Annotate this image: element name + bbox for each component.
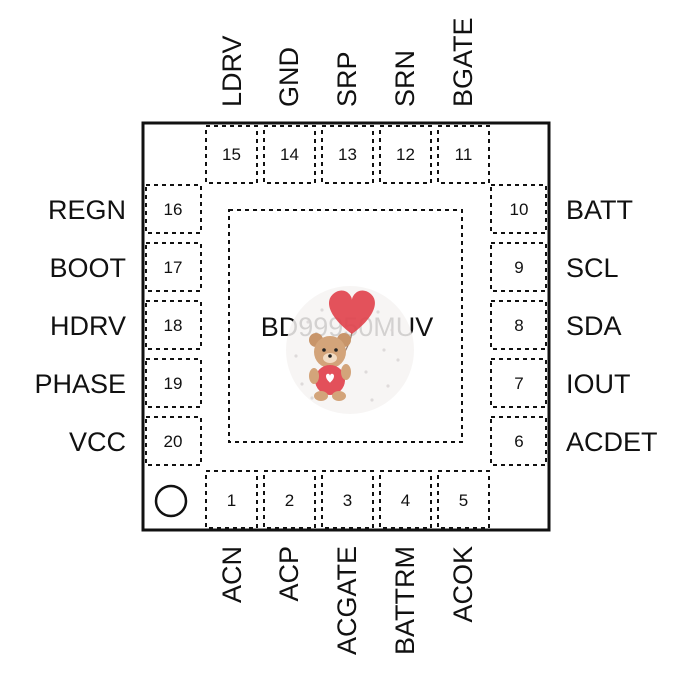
pin-pad — [205, 125, 258, 184]
pin-13: 13 SRP — [321, 51, 374, 184]
pin-name: SRN — [390, 50, 420, 107]
right-pins: 10 BATT 9 SCL 8 SDA 7 IOUT 6 ACDET — [490, 184, 658, 466]
teddy-bear-watermark-icon — [286, 286, 414, 414]
pin-name: ACP — [274, 546, 304, 602]
pin-17: 17 BOOT — [49, 242, 202, 292]
pin-name: SDA — [566, 311, 622, 341]
pin-4: 4 BATTRM — [379, 470, 432, 655]
pin-name: ACDET — [566, 427, 658, 457]
pin-pad — [263, 470, 316, 529]
pin-name: ACN — [217, 546, 247, 603]
pin-pad — [145, 184, 202, 234]
pin-name: HDRV — [50, 311, 126, 341]
pin-pad — [490, 358, 547, 408]
pin-16: 16 REGN — [48, 184, 202, 234]
pin-20: 20 VCC — [69, 416, 202, 466]
pin-15: 15 LDRV — [205, 35, 258, 184]
bottom-pins: 1 ACN 2 ACP 3 ACGATE 4 BATTRM 5 ACOK — [205, 470, 490, 655]
pin-number: 11 — [455, 145, 473, 164]
pin-name: IOUT — [566, 369, 631, 399]
pin-8: 8 SDA — [490, 300, 622, 350]
pin-pad — [490, 184, 547, 234]
pin-10: 10 BATT — [490, 184, 633, 234]
pin-number: 10 — [510, 200, 529, 219]
heart-balloon — [329, 290, 375, 334]
pin-pad — [379, 125, 432, 184]
pin-number: 20 — [164, 432, 183, 451]
pin-9: 9 SCL — [490, 242, 619, 292]
pin-number: 16 — [164, 200, 183, 219]
pin-number: 18 — [164, 316, 183, 335]
pin-pad — [145, 242, 202, 292]
pin-number: 8 — [514, 316, 523, 335]
pin-number: 5 — [459, 491, 468, 510]
pin-number: 1 — [227, 491, 236, 510]
pin-pad — [205, 470, 258, 529]
pin-19: 19 PHASE — [34, 358, 202, 408]
pin-pad — [321, 470, 374, 529]
pin-5: 5 ACOK — [437, 470, 490, 623]
pin-6: 6 ACDET — [490, 416, 658, 466]
pin-1-marker — [154, 484, 188, 518]
pin-name: LDRV — [217, 35, 247, 107]
top-pins: 15 LDRV 14 GND 13 SRP 12 SRN 11 BGATE — [205, 17, 490, 184]
pin-pad — [145, 358, 202, 408]
pin-name: BATT — [566, 195, 633, 225]
pin-18: 18 HDRV — [50, 300, 202, 350]
pin-name: REGN — [48, 195, 126, 225]
pin-name: SRP — [332, 51, 362, 107]
pin-1: 1 ACN — [205, 470, 258, 603]
pin-pad — [379, 470, 432, 529]
pin-number: 14 — [280, 145, 299, 164]
pin-name: VCC — [69, 427, 126, 457]
pin-name: ACGATE — [332, 546, 362, 655]
pin-name: GND — [274, 47, 304, 107]
pin-pad — [321, 125, 374, 184]
pin-pad — [490, 242, 547, 292]
pin-pad — [437, 470, 490, 529]
pin-11: 11 BGATE — [437, 17, 490, 184]
pin-name: SCL — [566, 253, 619, 283]
pin-number: 15 — [222, 145, 241, 164]
pin-14: 14 GND — [263, 47, 316, 184]
pin-number: 13 — [338, 145, 357, 164]
pin-pad — [490, 416, 547, 466]
left-pins: 16 REGN 17 BOOT 18 HDRV 19 PHASE 20 VCC — [34, 184, 202, 466]
pin-pad — [145, 300, 202, 350]
pin-12: 12 SRN — [379, 50, 432, 184]
pin-2: 2 ACP — [263, 470, 316, 602]
pin-number: 9 — [514, 258, 523, 277]
pin-pad — [437, 125, 490, 184]
pin-7: 7 IOUT — [490, 358, 631, 408]
pin-number: 19 — [164, 374, 183, 393]
pin-name: ACOK — [448, 546, 478, 623]
pin-3: 3 ACGATE — [321, 470, 374, 655]
pin-pad — [145, 416, 202, 466]
pin-number: 17 — [164, 258, 183, 277]
pin-name: BATTRM — [390, 546, 420, 655]
package-outline — [141, 121, 551, 532]
pin-name: PHASE — [34, 369, 126, 399]
pin-number: 4 — [401, 491, 410, 510]
pin-name: BOOT — [49, 253, 126, 283]
pin-number: 12 — [396, 145, 415, 164]
pin-number: 7 — [514, 374, 523, 393]
pin-number: 3 — [343, 491, 352, 510]
pin-pad — [490, 300, 547, 350]
pin-name: BGATE — [448, 17, 478, 107]
pin-number: 6 — [514, 432, 523, 451]
pin-number: 2 — [285, 491, 294, 510]
pin-pad — [263, 125, 316, 184]
